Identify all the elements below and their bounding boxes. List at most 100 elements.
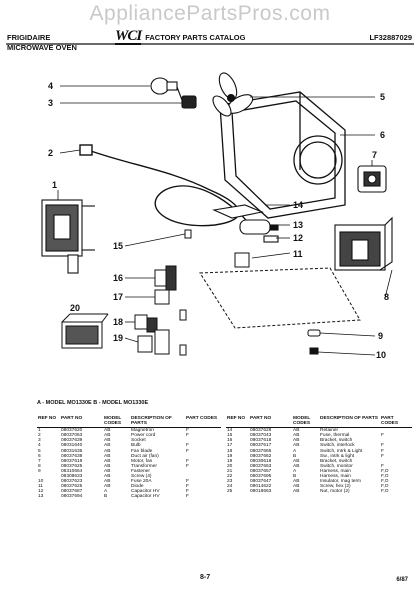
doc-number: LF32887029 — [369, 33, 412, 42]
cell-model: B — [293, 453, 297, 459]
callout-14: 14 — [293, 200, 304, 210]
col-desc: DESCRIPTION OF PARTS — [319, 416, 380, 429]
cell-part-no: 08037639 — [61, 438, 83, 444]
callout-13: 13 — [293, 220, 304, 230]
parts-table-right: REF NO PART NO MODEL CODES DESCRIPTION O… — [226, 416, 412, 494]
callout-1: 1 — [52, 180, 58, 190]
cell-part-no: 08308633 — [61, 474, 83, 480]
cell-part-code: F — [186, 484, 189, 490]
cell-part-no: 08037628 — [250, 428, 272, 434]
cell-part-code: F,O — [381, 474, 389, 480]
table-row: 2 08037063 AB Power cord F — [37, 433, 221, 438]
product-name: MICROWAVE OVEN — [7, 43, 77, 52]
cell-part-code: F — [186, 433, 189, 439]
fan-motor-drawing — [357, 165, 387, 193]
col-codes: PART CODES — [185, 416, 221, 429]
cell-ref: 9 — [38, 468, 41, 474]
cell-part-code: F,O — [381, 484, 389, 490]
cell-part-no: 08037638 — [61, 453, 83, 459]
col-model: MODEL CODES — [292, 416, 319, 429]
cell-ref: 15 — [227, 433, 233, 439]
cell-part-code: F — [381, 433, 384, 439]
bulb-socket-drawing — [150, 77, 197, 109]
cell-ref: 19 — [227, 458, 233, 464]
callout-17: 17 — [113, 292, 124, 302]
cell-model: AB — [293, 433, 300, 439]
fuse-drawing — [307, 329, 321, 355]
cell-description: Insulator, mag term — [320, 479, 362, 485]
cell-description: Motor, fan — [131, 458, 153, 464]
cell-description: Magnetron — [131, 428, 154, 434]
cell-description: Screw, hex (2) — [320, 484, 351, 490]
cell-model: B — [293, 474, 297, 480]
cell-part-no: 08031640 — [61, 443, 83, 449]
cell-part-code: F — [186, 428, 189, 434]
interlock-switches-drawing — [134, 229, 250, 356]
catalog-title: FACTORY PARTS CATALOG — [145, 33, 246, 42]
cell-description: Fuse, thermal — [320, 433, 350, 439]
cell-model: AB — [104, 484, 111, 490]
col-ref: REF NO — [37, 416, 60, 429]
cell-model: AB — [293, 489, 300, 495]
cell-ref: 6 — [38, 453, 41, 459]
model-legend: A - MODEL MO1330E B - MODEL MO1330E — [37, 400, 149, 406]
exploded-parts-diagram — [6, 43, 414, 356]
callout-16: 16 — [113, 273, 124, 283]
fan-housing — [219, 91, 346, 219]
col-model: MODEL CODES — [103, 416, 130, 429]
cell-description: Fan blade — [131, 448, 153, 454]
cell-ref: 25 — [227, 489, 233, 495]
cell-model: AB — [293, 428, 300, 434]
cell-description: Retainer — [320, 428, 339, 434]
callout-12: 12 — [293, 233, 304, 243]
cell-part-no: 08018663 — [250, 489, 272, 495]
callout-8: 8 — [384, 292, 390, 302]
cell-model: A — [293, 448, 297, 454]
cell-part-code: F — [186, 494, 189, 500]
cell-part-no: 08037618 — [250, 438, 272, 444]
cell-ref: 10 — [38, 479, 44, 485]
callout-7: 7 — [372, 150, 378, 160]
cell-model: AB — [293, 479, 300, 485]
cell-part-no: 08037665 — [250, 448, 272, 454]
cell-ref: 19 — [227, 453, 233, 459]
cell-part-no: 08037063 — [61, 433, 83, 439]
cell-part-no: 08037694 — [61, 494, 83, 500]
cell-part-no: 08310664 — [61, 468, 83, 474]
cell-description: Power cord — [131, 433, 156, 439]
magnetron-drawing — [41, 199, 95, 274]
cell-description: Harness, main — [320, 474, 351, 480]
cell-part-no: 08037647 — [250, 479, 272, 485]
cell-description: Bracket, switch — [320, 458, 353, 464]
cell-part-no: 08037617 — [250, 443, 272, 449]
callout-15: 15 — [113, 241, 124, 251]
fan-blade-drawing — [212, 72, 254, 117]
cell-part-code: F,O — [381, 479, 389, 485]
cell-description: Fuse 20A — [131, 479, 152, 485]
cell-model: AB — [104, 433, 111, 439]
cell-ref: 11 — [38, 484, 43, 490]
cell-part-no: 08037657 — [250, 468, 272, 474]
cell-description: Sw., intrk & light — [320, 453, 355, 459]
cell-part-code: F — [381, 463, 384, 469]
cell-part-no: 08037625 — [61, 463, 83, 469]
cell-ref: 2 — [38, 433, 41, 439]
cell-part-no: 08037695 — [250, 474, 272, 480]
cell-model: AB — [104, 468, 111, 474]
cell-model: AB — [293, 458, 300, 464]
cell-part-no: 08037662 — [250, 453, 272, 459]
capacitor-drawing — [212, 204, 279, 243]
col-codes: PART CODES — [380, 416, 412, 429]
cell-model: AB — [293, 484, 300, 490]
